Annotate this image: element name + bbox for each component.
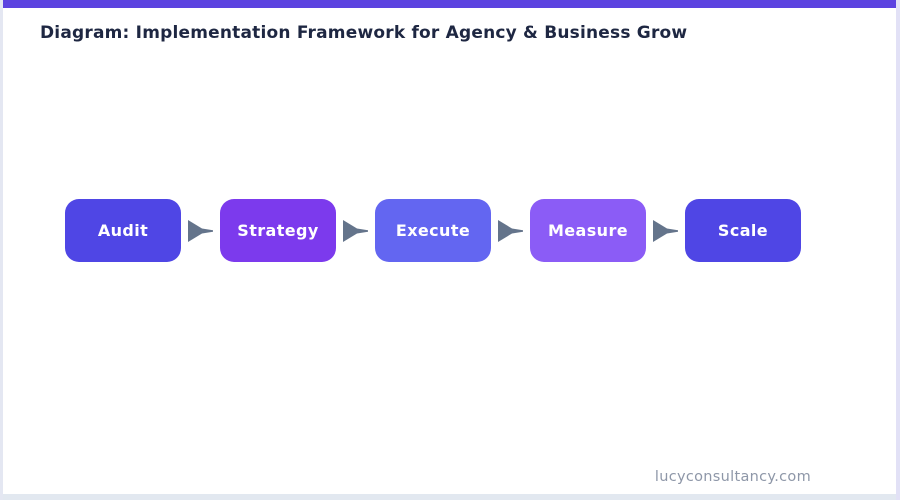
flow-step-execute: Execute — [375, 199, 491, 262]
flow-arrow — [336, 199, 375, 262]
arrow-right-icon — [497, 219, 523, 242]
flow-step-label: Strategy — [237, 221, 319, 240]
flow-step-audit: Audit — [65, 199, 181, 262]
flow-step-strategy: Strategy — [220, 199, 336, 262]
bottom-accent-bar — [3, 494, 896, 500]
flow-arrow — [181, 199, 220, 262]
top-accent-bar — [3, 0, 896, 8]
arrow-right-icon — [342, 219, 368, 242]
flow-step-measure: Measure — [530, 199, 646, 262]
arrow-right-icon — [652, 219, 678, 242]
flow-step-label: Measure — [547, 221, 629, 240]
process-flow: Audit Strategy Execute Measure — [65, 199, 801, 262]
arrow-right-icon — [187, 219, 213, 242]
flow-step-label: Scale — [717, 221, 769, 240]
flow-step-scale: Scale — [685, 199, 801, 262]
flow-arrow — [646, 199, 685, 262]
flow-step-label: Execute — [395, 221, 471, 240]
flow-arrow — [491, 199, 530, 262]
flow-step-label: Audit — [97, 221, 149, 240]
page-title: Diagram: Implementation Framework for Ag… — [40, 23, 688, 43]
footer-website-text: lucyconsultancy.com — [654, 469, 811, 485]
